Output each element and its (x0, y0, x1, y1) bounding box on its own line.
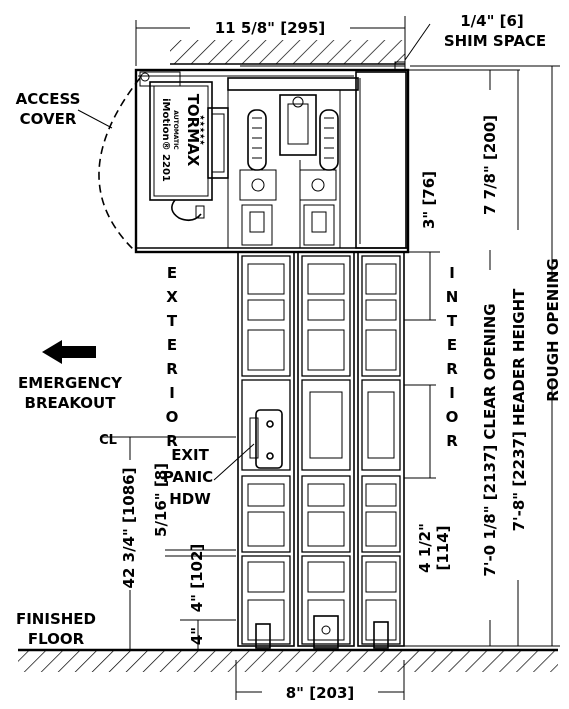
dim-bottom-4in: 4" (188, 627, 206, 645)
dim-shim-1: 1/4" [6] (460, 12, 524, 30)
dim-header-depth: 3" [76] (420, 171, 438, 229)
interior-letter: O (446, 408, 459, 426)
label-emergency-2: BREAKOUT (25, 394, 117, 412)
door-panel-left (237, 251, 295, 647)
dim-mid-2: [114] (434, 525, 452, 570)
dim-rough-opening: ROUGH OPENING (544, 258, 562, 402)
exterior-letter: E (167, 264, 177, 282)
track-assembly (227, 77, 359, 248)
dim-small-gap: 5/16" [8] (152, 463, 170, 537)
operator-brand: TORMAX (184, 94, 202, 167)
interior-letter: E (447, 336, 457, 354)
floor-hatch (18, 650, 558, 672)
interior-letter: R (446, 360, 458, 378)
operator-model: iMotion® 2201 (160, 98, 171, 182)
interior-letter: R (446, 432, 458, 450)
ceiling-hatch (170, 40, 405, 64)
label-floor-1: FINISHED (16, 610, 96, 628)
label-access-2: COVER (20, 110, 77, 128)
dim-header-height: 7'-8" [2237] HEADER HEIGHT (510, 288, 528, 532)
door-panel-right (357, 251, 405, 647)
exterior-letter: T (167, 312, 178, 330)
exit-panic-hardware (249, 409, 283, 469)
interior-letter: I (449, 264, 455, 282)
dim-top-width: 11 5/8" [295] (215, 19, 326, 37)
operator-stars: ★★★★★ (198, 114, 206, 145)
door-panel-middle (297, 251, 355, 647)
floor-guides (255, 615, 389, 649)
label-exit-1: EXIT (171, 446, 209, 464)
dim-shim-2: SHIM SPACE (444, 32, 546, 50)
exterior-letter: R (166, 432, 178, 450)
centerline-mark: CL (99, 433, 117, 448)
label-exit-2: PANIC (163, 468, 213, 486)
exterior-label: E X T E R I O R (166, 264, 179, 450)
dim-bottom-width: 8" [203] (286, 684, 355, 702)
interior-label: I N T E R I O R (446, 264, 459, 450)
arrow-left-icon (42, 340, 96, 364)
dim-panic-height: 42 3/4" [1086] (120, 468, 138, 589)
interior-letter: T (447, 312, 458, 330)
label-access-1: ACCESS (16, 90, 81, 108)
operator-unit: TORMAX AUTOMATIC ★★★★★ iMotion® 2201 (149, 81, 229, 222)
label-emergency-1: EMERGENCY (18, 374, 123, 392)
dim-bottom-rail: 4" [102] (188, 544, 206, 613)
exterior-letter: I (169, 384, 175, 402)
label-exit-3: HDW (169, 490, 211, 508)
dim-clear-opening: 7'-0 1/8" [2137] CLEAR OPENING (481, 303, 499, 576)
exterior-letter: X (166, 288, 178, 306)
exterior-letter: E (167, 336, 177, 354)
access-cover-swing (98, 77, 141, 253)
exterior-letter: R (166, 360, 178, 378)
interior-letter: N (446, 288, 459, 306)
operator-sub: AUTOMATIC (172, 110, 179, 150)
interior-letter: I (449, 384, 455, 402)
dim-header-height-in: 7 7/8" [200] (481, 115, 499, 215)
exterior-letter: O (166, 408, 179, 426)
label-floor-2: FLOOR (28, 630, 85, 648)
dim-mid-1: 4 1/2" (416, 523, 434, 573)
